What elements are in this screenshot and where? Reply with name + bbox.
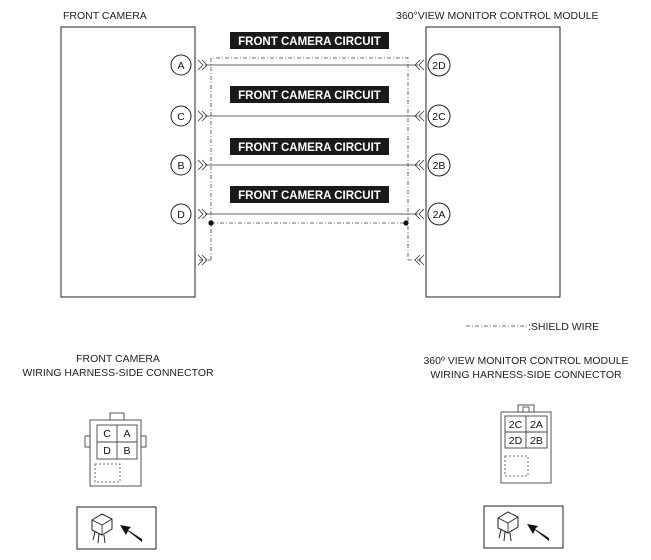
front-cell-a: A <box>123 428 130 440</box>
shield-wire-legend-text: :SHIELD WIRE <box>528 321 599 333</box>
pin-2a-label: 2A <box>433 209 446 221</box>
left-terminal-marks <box>197 59 208 266</box>
module-cell-2d: 2D <box>509 435 523 447</box>
front-connector-drawing: C A D B <box>84 412 147 487</box>
control-module-title: 360°VIEW MONITOR CONTROL MODULE <box>396 10 599 22</box>
module-connector-title-1: 360º VIEW MONITOR CONTROL MODULE <box>423 355 628 367</box>
shield-junction-left <box>208 220 214 226</box>
circuit-label-4: FRONT CAMERA CIRCUIT <box>230 186 389 203</box>
module-connector-drawing: 2C 2A 2D 2B <box>500 404 552 484</box>
circuit-label-1: FRONT CAMERA CIRCUIT <box>230 32 389 49</box>
right-terminal-marks <box>414 59 425 266</box>
svg-text:FRONT CAMERA CIRCUIT: FRONT CAMERA CIRCUIT <box>238 190 381 202</box>
circuit-label-3: FRONT CAMERA CIRCUIT <box>230 138 389 155</box>
connector-view-icon <box>483 505 564 549</box>
front-cell-b: B <box>123 445 130 457</box>
module-cell-2a: 2A <box>530 419 543 431</box>
svg-text:FRONT CAMERA CIRCUIT: FRONT CAMERA CIRCUIT <box>238 142 381 154</box>
module-cell-2b: 2B <box>530 435 543 447</box>
shield-wire-outline <box>210 57 409 260</box>
circuit-label-2: FRONT CAMERA CIRCUIT <box>230 86 389 103</box>
module-cell-2c: 2C <box>509 419 523 431</box>
control-module-pins: 2D 2C 2B 2A <box>427 53 451 226</box>
pin-d-label: D <box>177 209 185 221</box>
pin-a-label: A <box>177 60 184 72</box>
pin-b-label: B <box>177 160 184 172</box>
shield-junction-right <box>403 220 409 226</box>
shield-wire-legend: :SHIELD WIRE <box>466 321 599 333</box>
svg-text:FRONT CAMERA CIRCUIT: FRONT CAMERA CIRCUIT <box>238 90 381 102</box>
front-connector-title-2: WIRING HARNESS-SIDE CONNECTOR <box>22 367 214 379</box>
front-cell-c: C <box>103 428 111 440</box>
front-cell-d: D <box>103 445 111 457</box>
connector-view-icon <box>76 506 157 550</box>
pin-2c-label: 2C <box>432 111 446 123</box>
front-connector-title-1: FRONT CAMERA <box>76 353 160 365</box>
pin-2b-label: 2B <box>433 160 446 172</box>
front-camera-title: FRONT CAMERA <box>63 10 147 22</box>
pin-c-label: C <box>177 111 185 123</box>
front-camera-pins: A C B D <box>170 54 192 225</box>
module-connector-title-2: WIRING HARNESS-SIDE CONNECTOR <box>430 369 622 381</box>
pin-2d-label: 2D <box>432 60 446 72</box>
svg-text:FRONT CAMERA CIRCUIT: FRONT CAMERA CIRCUIT <box>238 36 381 48</box>
